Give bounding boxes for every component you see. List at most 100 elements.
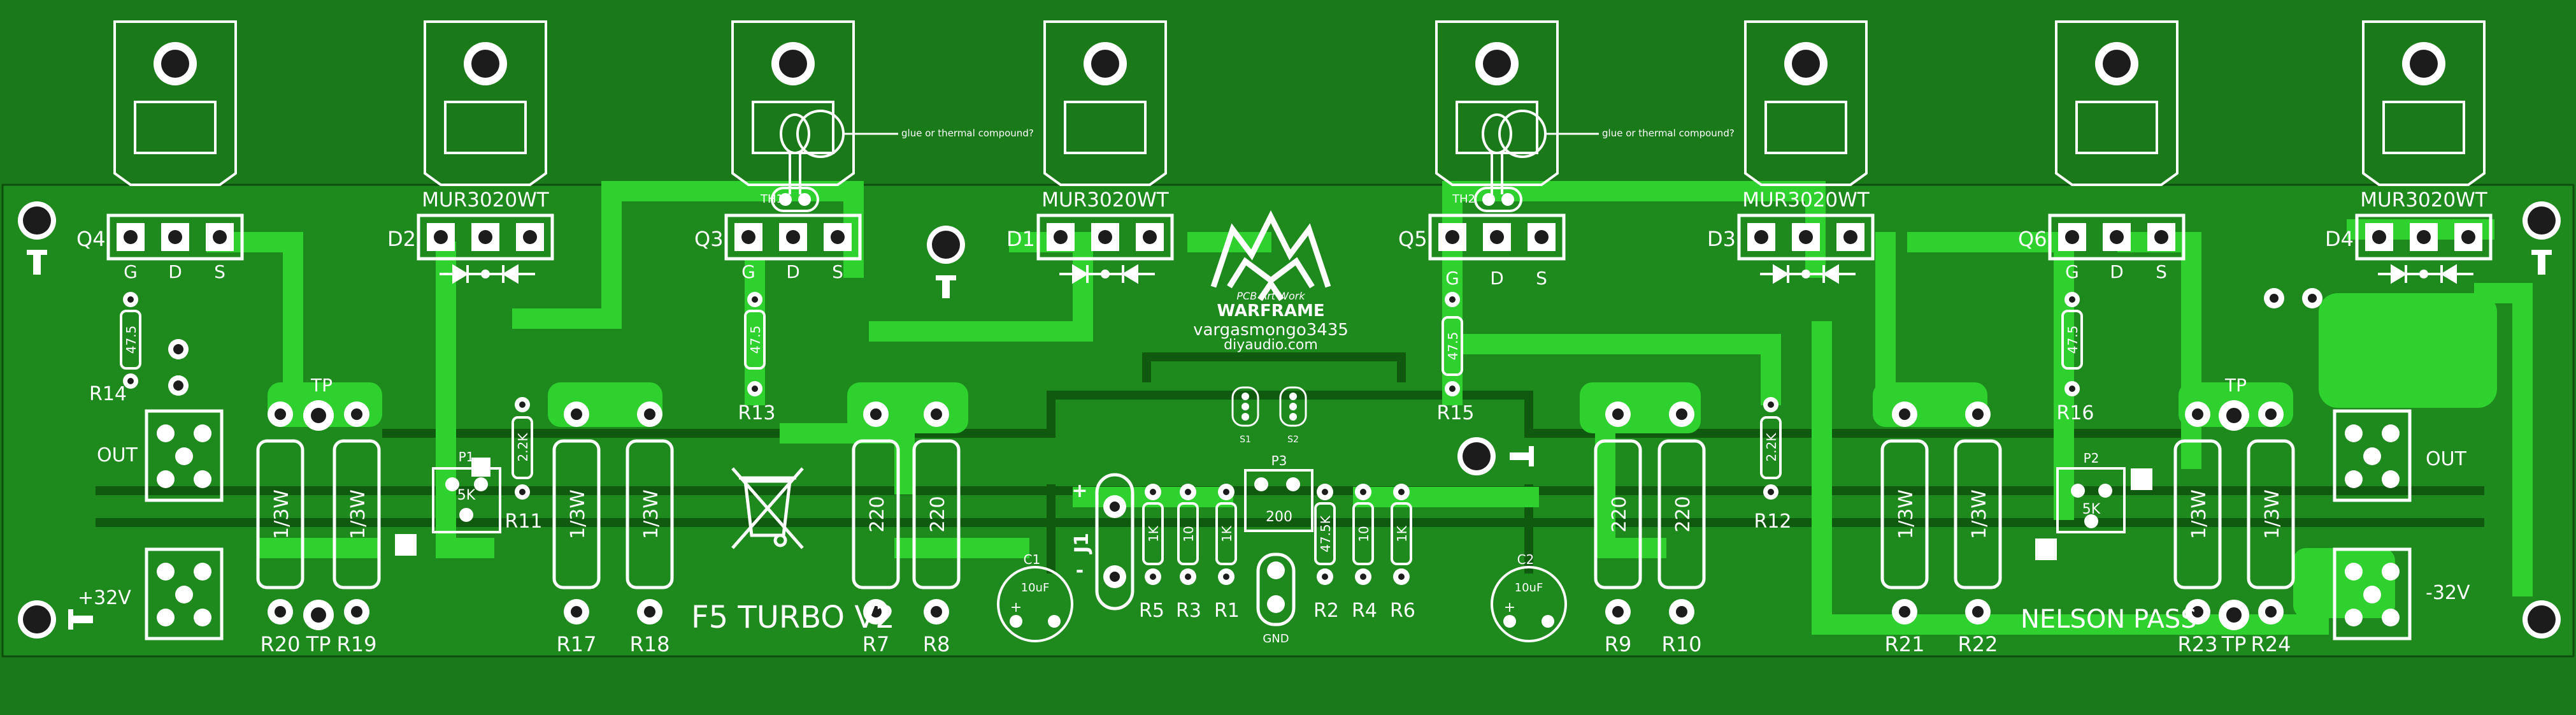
r1-value: 1K bbox=[1219, 525, 1234, 542]
screw-icon bbox=[68, 609, 93, 630]
mount-hole bbox=[18, 201, 56, 240]
thermistor-th2 bbox=[1474, 110, 1599, 212]
extra-pads bbox=[2264, 288, 2322, 308]
q6-package bbox=[2055, 20, 2179, 186]
d1-label: D1 bbox=[1006, 227, 1035, 251]
minus32-terminal bbox=[2333, 547, 2412, 640]
j1-label: J1 bbox=[1071, 533, 1093, 554]
screw-icon bbox=[936, 275, 956, 298]
screw-icon bbox=[1510, 446, 1534, 466]
potentiometers bbox=[395, 458, 2152, 560]
r7-value: 220 bbox=[866, 496, 889, 532]
r13-footprint bbox=[744, 292, 766, 396]
q3-label: Q3 bbox=[694, 227, 724, 251]
glue-note-th1: glue or thermal compound? bbox=[901, 127, 1034, 139]
r10-label: R10 bbox=[1662, 632, 1702, 656]
q3-package bbox=[731, 20, 855, 186]
r4-footprint bbox=[1352, 484, 1374, 585]
mounting-holes bbox=[18, 201, 2561, 639]
credit-author: vargasmongo3435 bbox=[1193, 321, 1349, 340]
d2-symbol bbox=[440, 264, 535, 284]
r15-label: R15 bbox=[1436, 402, 1474, 424]
d2-label: D2 bbox=[387, 227, 416, 251]
p3-label: P3 bbox=[1271, 453, 1287, 468]
r8-value: 220 bbox=[927, 496, 949, 532]
r9-label: R9 bbox=[1605, 632, 1632, 656]
power-resistors bbox=[256, 401, 2295, 625]
q6-pin-s: S bbox=[2156, 261, 2167, 282]
r16-footprint bbox=[2061, 292, 2083, 396]
out-label-left: OUT bbox=[97, 444, 138, 466]
r6-label: R6 bbox=[1390, 600, 1415, 622]
out-label-right: OUT bbox=[2426, 448, 2467, 470]
thermistor-th1 bbox=[771, 110, 898, 212]
c2-plus: + bbox=[1504, 600, 1515, 616]
d3-footprint bbox=[1737, 213, 1875, 261]
q3-footprint bbox=[724, 213, 862, 261]
q5-pin-s: S bbox=[1536, 268, 1547, 289]
gate-resistors bbox=[120, 292, 2083, 500]
heatsink-devices bbox=[113, 20, 2486, 186]
c1-plus: + bbox=[1010, 600, 1022, 616]
screw-icon bbox=[27, 250, 47, 275]
credit-warframe: WARFRAME bbox=[1217, 301, 1324, 321]
d1-symbol bbox=[1059, 264, 1155, 284]
r4-value: 10 bbox=[1356, 526, 1371, 542]
r3-label: R3 bbox=[1176, 600, 1201, 622]
q4-footprint bbox=[106, 213, 244, 261]
r23-value: 1/3W bbox=[2188, 489, 2210, 539]
credit-art-work: PCB Art Work bbox=[1236, 290, 1305, 302]
r5-label: R5 bbox=[1139, 600, 1164, 622]
r11-footprint bbox=[512, 397, 533, 500]
r2-value: 47.5K bbox=[1318, 515, 1333, 552]
r20-value: 1/3W bbox=[271, 489, 293, 539]
r20-label: R20 bbox=[261, 632, 301, 656]
r23-footprint bbox=[2173, 401, 2222, 625]
minus32v-label: -32V bbox=[2426, 582, 2470, 604]
r21-footprint bbox=[1880, 401, 1929, 625]
c1-footprint bbox=[997, 566, 1073, 642]
credit-site: diyaudio.com bbox=[1224, 337, 1318, 353]
r3-footprint bbox=[1177, 484, 1199, 585]
r10-value: 220 bbox=[1672, 496, 1694, 532]
mount-hole bbox=[927, 226, 965, 264]
p2-value: 5K bbox=[2082, 502, 2101, 517]
r4-label: R4 bbox=[1352, 600, 1377, 622]
j1-minus-sign: - bbox=[1076, 560, 1084, 582]
board-outline bbox=[1, 184, 2575, 658]
r10-footprint bbox=[1657, 401, 1706, 625]
r22-footprint bbox=[1954, 401, 2002, 625]
d2-part-label: MUR3020WT bbox=[422, 189, 550, 212]
r17-label: R17 bbox=[557, 632, 597, 656]
mount-hole bbox=[2522, 201, 2561, 240]
d4-part-label: MUR3020WT bbox=[2360, 189, 2488, 212]
q3-pin-g: G bbox=[741, 261, 755, 282]
weee-bin-icon bbox=[731, 467, 804, 549]
d4-footprint bbox=[2355, 213, 2493, 261]
r16-label: R16 bbox=[2056, 402, 2094, 424]
r1-label: R1 bbox=[1214, 600, 1240, 622]
th1-label: TH1 bbox=[760, 192, 784, 206]
r23-label: R23 bbox=[2178, 632, 2218, 656]
q5-pin-d: D bbox=[1490, 268, 1504, 289]
r14-value: 47.5 bbox=[124, 326, 139, 354]
jfet-s1-label: S1 bbox=[1240, 435, 1251, 445]
r19-footprint bbox=[333, 401, 381, 625]
c1-label: C1 bbox=[1024, 552, 1041, 567]
q5-pin-g: G bbox=[1445, 268, 1459, 289]
diode-symbols bbox=[440, 264, 2473, 284]
d2-package bbox=[424, 20, 547, 186]
p3-value: 200 bbox=[1266, 509, 1292, 525]
q6-pin-d: D bbox=[2110, 261, 2124, 282]
out-terminal-left bbox=[145, 409, 224, 502]
q4-pin-s: S bbox=[214, 261, 225, 282]
th2-label: TH2 bbox=[1452, 192, 1475, 206]
q4-pin-g: G bbox=[124, 261, 138, 282]
q6-pin-g: G bbox=[2065, 261, 2079, 282]
capacitors bbox=[997, 566, 1567, 642]
board-designer: NELSON PASS bbox=[2021, 605, 2197, 634]
device-footprints bbox=[106, 213, 2493, 261]
r24-label: R24 bbox=[2251, 632, 2291, 656]
r19-value: 1/3W bbox=[347, 489, 369, 539]
p2-label: P2 bbox=[2084, 451, 2100, 466]
